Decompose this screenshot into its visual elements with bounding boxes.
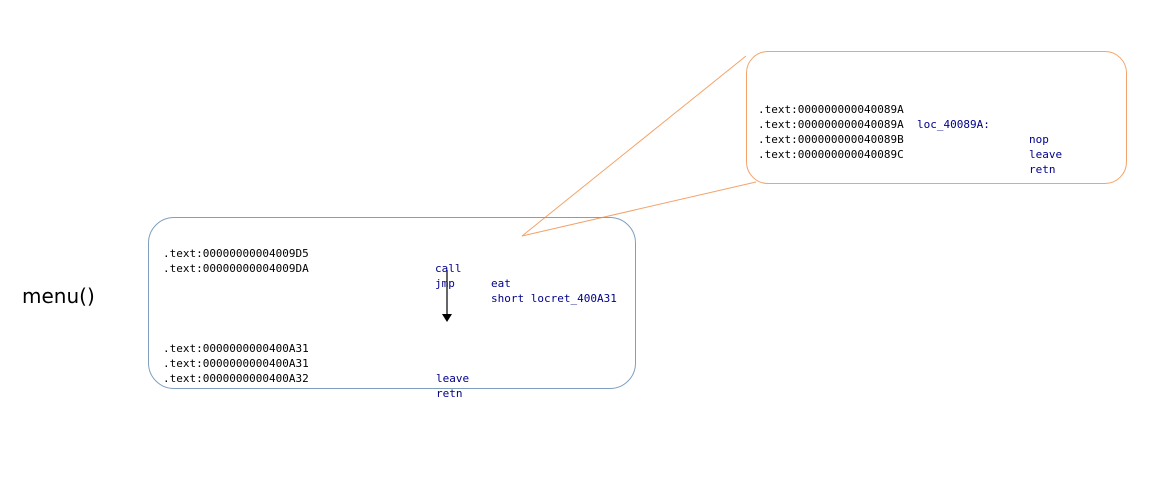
mnemonic: retn [436, 387, 463, 400]
callout-code-block [746, 51, 1127, 184]
mnemonic: nop [1029, 133, 1049, 146]
main-code-block [148, 217, 636, 389]
address: .text:00000000004009DA [163, 262, 309, 275]
code-label: loc_40089A: [917, 118, 990, 131]
address: .text:000000000040089C [758, 148, 904, 161]
address: .text:000000000040089A [758, 103, 904, 116]
address: .text:0000000000400A32 [163, 372, 309, 385]
mnemonic: leave [436, 372, 470, 385]
address: .text:000000000040089B [758, 133, 904, 146]
main-row-4: .text:0000000000400A32 retn [163, 356, 633, 401]
mnemonic: call [435, 262, 462, 275]
address: .text:0000000000400A31 [163, 342, 309, 355]
main-row-0: .text:00000000004009D5 call eat [163, 231, 633, 291]
main-row-1: .text:00000000004009DA jmp short locret_… [163, 246, 633, 306]
callout-row-0: .text:000000000040089A loc_40089A: [758, 87, 1118, 132]
callout-pointer-lower [521, 181, 757, 237]
address: .text:0000000000400A31 [163, 357, 309, 370]
address: .text:00000000004009D5 [163, 247, 309, 260]
mnemonic: retn [1029, 163, 1056, 176]
function-label: menu() [22, 284, 95, 308]
jump-arrow-head [442, 314, 452, 322]
callout-row-3: .text:000000000040089C retn [758, 132, 1118, 177]
callout-pointer-upper [521, 55, 747, 237]
mnemonic: leave [1029, 148, 1063, 161]
operand: short locret_400A31 [491, 292, 617, 305]
callout-row-2: .text:000000000040089B leave [758, 117, 1118, 162]
address: .text:000000000040089A [758, 118, 904, 131]
callout-row-1: .text:000000000040089A nop [758, 102, 1118, 147]
mnemonic: jmp [435, 277, 455, 290]
main-row-3: .text:0000000000400A31 leave [163, 341, 633, 386]
main-row-2: .text:0000000000400A31 [163, 326, 633, 356]
operand: eat [491, 277, 511, 290]
